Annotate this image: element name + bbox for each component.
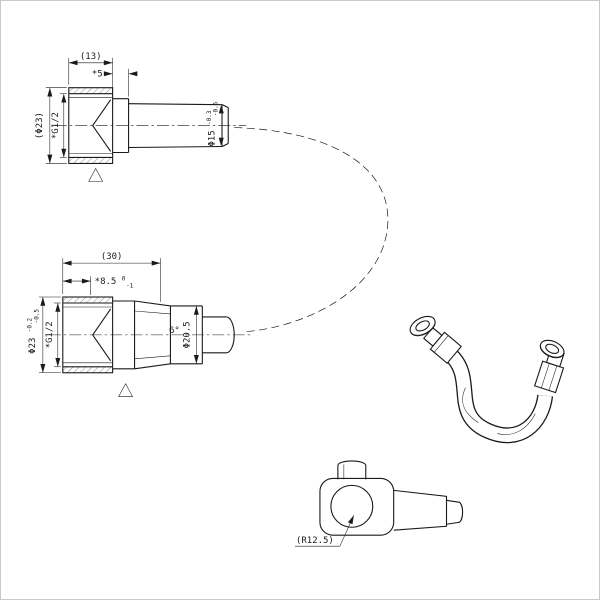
tube-top (128, 103, 223, 106)
hose-shading (462, 387, 479, 423)
elbow-sphere (330, 484, 374, 528)
dim-thread-spec: *G1/2 (45, 321, 55, 348)
seal-cone (92, 99, 112, 126)
dim-body-dia: Φ20.5 (182, 321, 192, 348)
hose-end-fitting-a (422, 326, 463, 364)
taper (134, 300, 171, 307)
dim-nut-length: (13) (80, 52, 102, 62)
hatch-area (62, 297, 113, 303)
dim-outer-dia: Φ23 -0.2 -0.5 (24, 309, 40, 354)
hatch-area (68, 87, 113, 94)
hose-shading (497, 413, 536, 435)
view-fitting-a-section: (13) *5 (Φ23) *G1/2 Φ15 -0.3 -0.5 (35, 52, 247, 182)
dim-outer-dia: (Φ23) (35, 112, 45, 139)
tube-bottom (128, 145, 223, 149)
dim-taper-angle: 6° (169, 326, 180, 336)
dim-tube-dia: Φ15 -0.3 -0.5 (204, 101, 220, 146)
hose-centerline-curve (234, 127, 389, 333)
hatch-area (62, 366, 113, 373)
elbow-body (319, 477, 395, 536)
nut-section (68, 87, 114, 165)
nut-section (62, 296, 114, 374)
washer-icon (539, 339, 565, 359)
surface-finish-icon (118, 383, 134, 397)
view-elbow-detail: (R12.5) (295, 460, 464, 547)
dim-radius: (R12.5) (296, 536, 334, 546)
seal-cone (92, 308, 112, 336)
dim-thread-depth: *8.5 0 -1 (95, 274, 134, 290)
dome-tip (226, 316, 235, 354)
view-fitting-b-section: (30) *8.5 0 -1 Φ23 -0.2 -0.5 *G1/2 6° Φ2… (24, 252, 251, 397)
dim-collar-length: *5 (92, 70, 103, 80)
elbow-top-stub (337, 460, 367, 480)
dim-thread-spec: *G1/2 (51, 112, 61, 139)
elbow-arm (393, 489, 448, 531)
surface-finish-icon (88, 167, 104, 182)
leader-line (339, 515, 355, 547)
view-hose-pictorial (409, 315, 565, 444)
dim-overall-length: (30) (101, 252, 123, 262)
elbow-arm-tip (446, 499, 464, 525)
hatch-area (68, 157, 113, 164)
washer-icon (409, 315, 436, 337)
